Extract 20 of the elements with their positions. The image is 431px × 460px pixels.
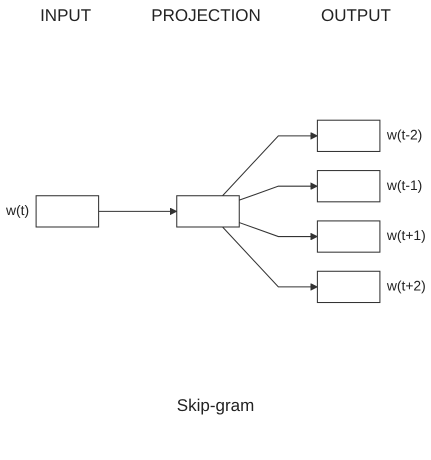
caption: Skip-gram: [176, 396, 256, 416]
node-caption: w(t-1): [386, 176, 422, 192]
empty-box: [316, 170, 380, 202]
empty-box: [176, 194, 240, 228]
arrow: [222, 226, 318, 290]
arrow: [239, 182, 318, 200]
empty-box: [316, 270, 380, 303]
column-heading: INPUT: [40, 6, 92, 26]
column-heading: PROJECTION: [151, 6, 261, 26]
empty-box: [316, 220, 380, 252]
node-caption: w(t+2): [386, 277, 426, 294]
column-heading: OUTPUT: [320, 6, 391, 26]
node-caption: w(t+1): [386, 226, 426, 243]
arrow: [239, 222, 318, 240]
empty-box: [36, 194, 100, 228]
node-caption: w(t): [6, 202, 30, 218]
node-caption: w(t-2): [386, 126, 422, 142]
arrow: [222, 132, 318, 196]
empty-box: [316, 119, 380, 152]
arrow: [98, 207, 178, 215]
